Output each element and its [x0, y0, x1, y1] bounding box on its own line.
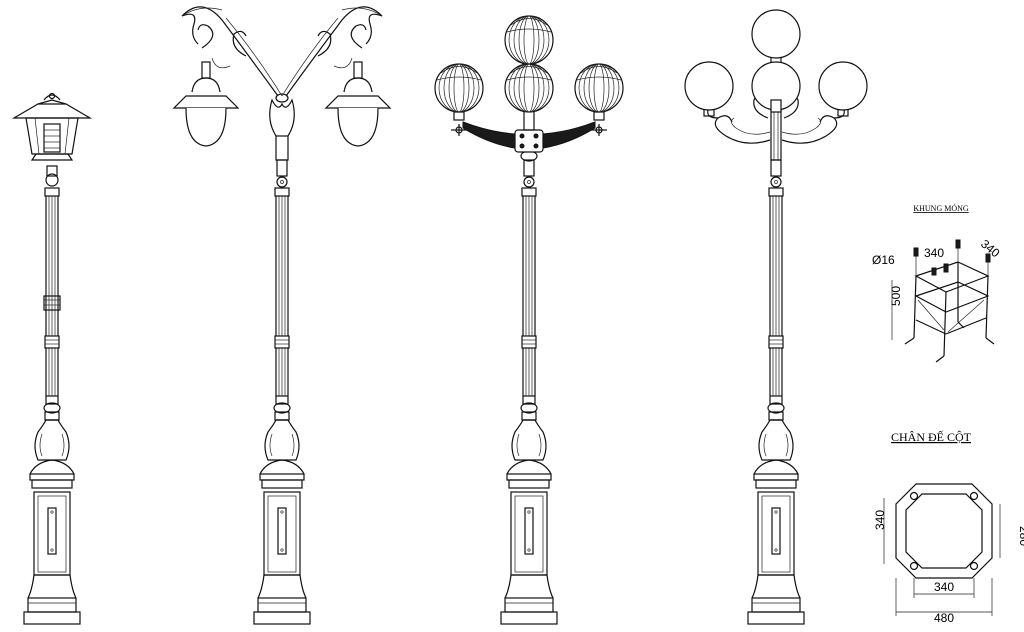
chan-de-cot-title: CHÂN ĐẾ CỘT — [891, 429, 972, 444]
chan-de-dim-inner: 340 — [934, 580, 954, 594]
lamp-post-four-globe-striped — [434, 15, 624, 625]
foundation-frame-detail: KHUNG MÓNG Ø16 340 340 500 — [872, 203, 1003, 363]
khung-mong-width: 340 — [924, 246, 944, 260]
chan-de-dim-right: 280 — [1017, 526, 1024, 546]
khung-mong-title: KHUNG MÓNG — [913, 203, 969, 213]
base-plate-detail: CHÂN ĐẾ CỘT 340 280 340 480 — [873, 429, 1024, 625]
chan-de-dim-outer: 480 — [934, 611, 954, 625]
lamp-post-double-pendant — [172, 6, 392, 625]
khung-mong-depth: 340 — [978, 237, 1003, 261]
lamp-post-four-globe-plain — [684, 9, 868, 625]
chan-de-dim-left: 340 — [873, 510, 887, 530]
khung-mong-diameter: Ø16 — [872, 253, 895, 267]
khung-mong-height: 500 — [889, 286, 903, 306]
lamp-post-lantern — [11, 92, 93, 625]
